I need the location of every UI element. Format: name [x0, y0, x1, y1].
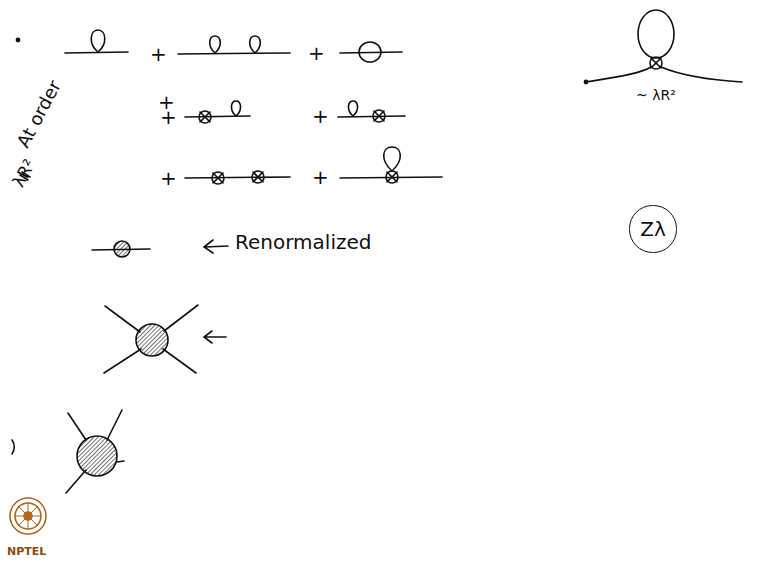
handwritten-note: Renormalized	[235, 232, 371, 252]
plus-sign: +	[312, 106, 329, 126]
plus-sign: +	[308, 43, 325, 63]
plus-sign: +	[150, 44, 167, 64]
plus-sign: +	[312, 167, 329, 187]
handwritten-note: λR²	[10, 157, 38, 190]
handwritten-note: At order	[14, 78, 64, 151]
handwritten-note: ~ λR²	[636, 88, 676, 102]
logo-text: NPTEL	[7, 546, 46, 557]
circled-symbol: Zλ	[629, 205, 676, 252]
symbol-text: Zλ	[640, 219, 666, 239]
plus-sign: +	[160, 168, 177, 188]
plus-sign: +	[158, 92, 175, 112]
